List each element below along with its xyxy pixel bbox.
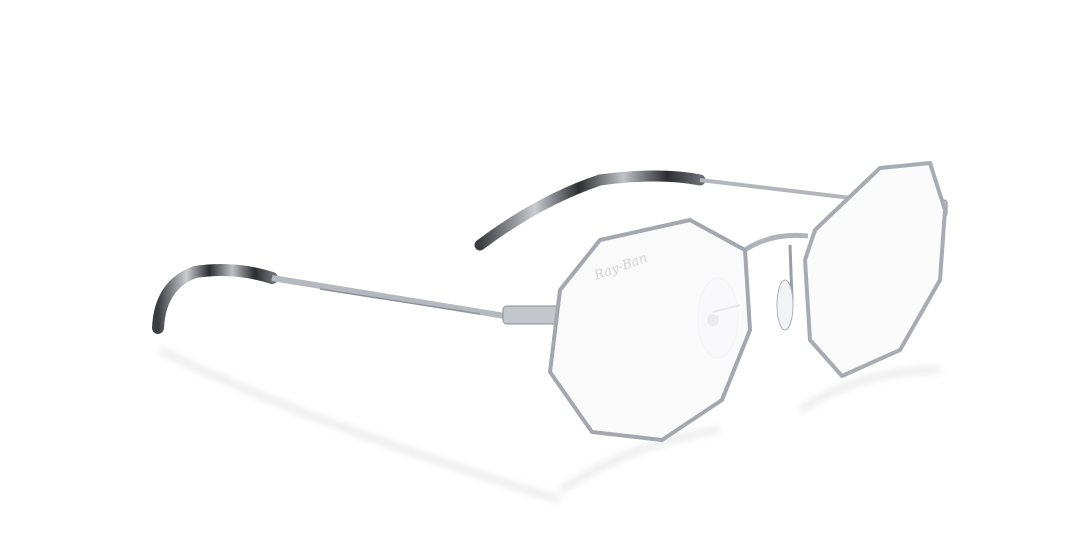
shadow	[158, 347, 941, 503]
far-lens	[803, 161, 947, 378]
front-temple	[152, 264, 560, 334]
front-lens: Ray-Ban	[548, 218, 752, 442]
